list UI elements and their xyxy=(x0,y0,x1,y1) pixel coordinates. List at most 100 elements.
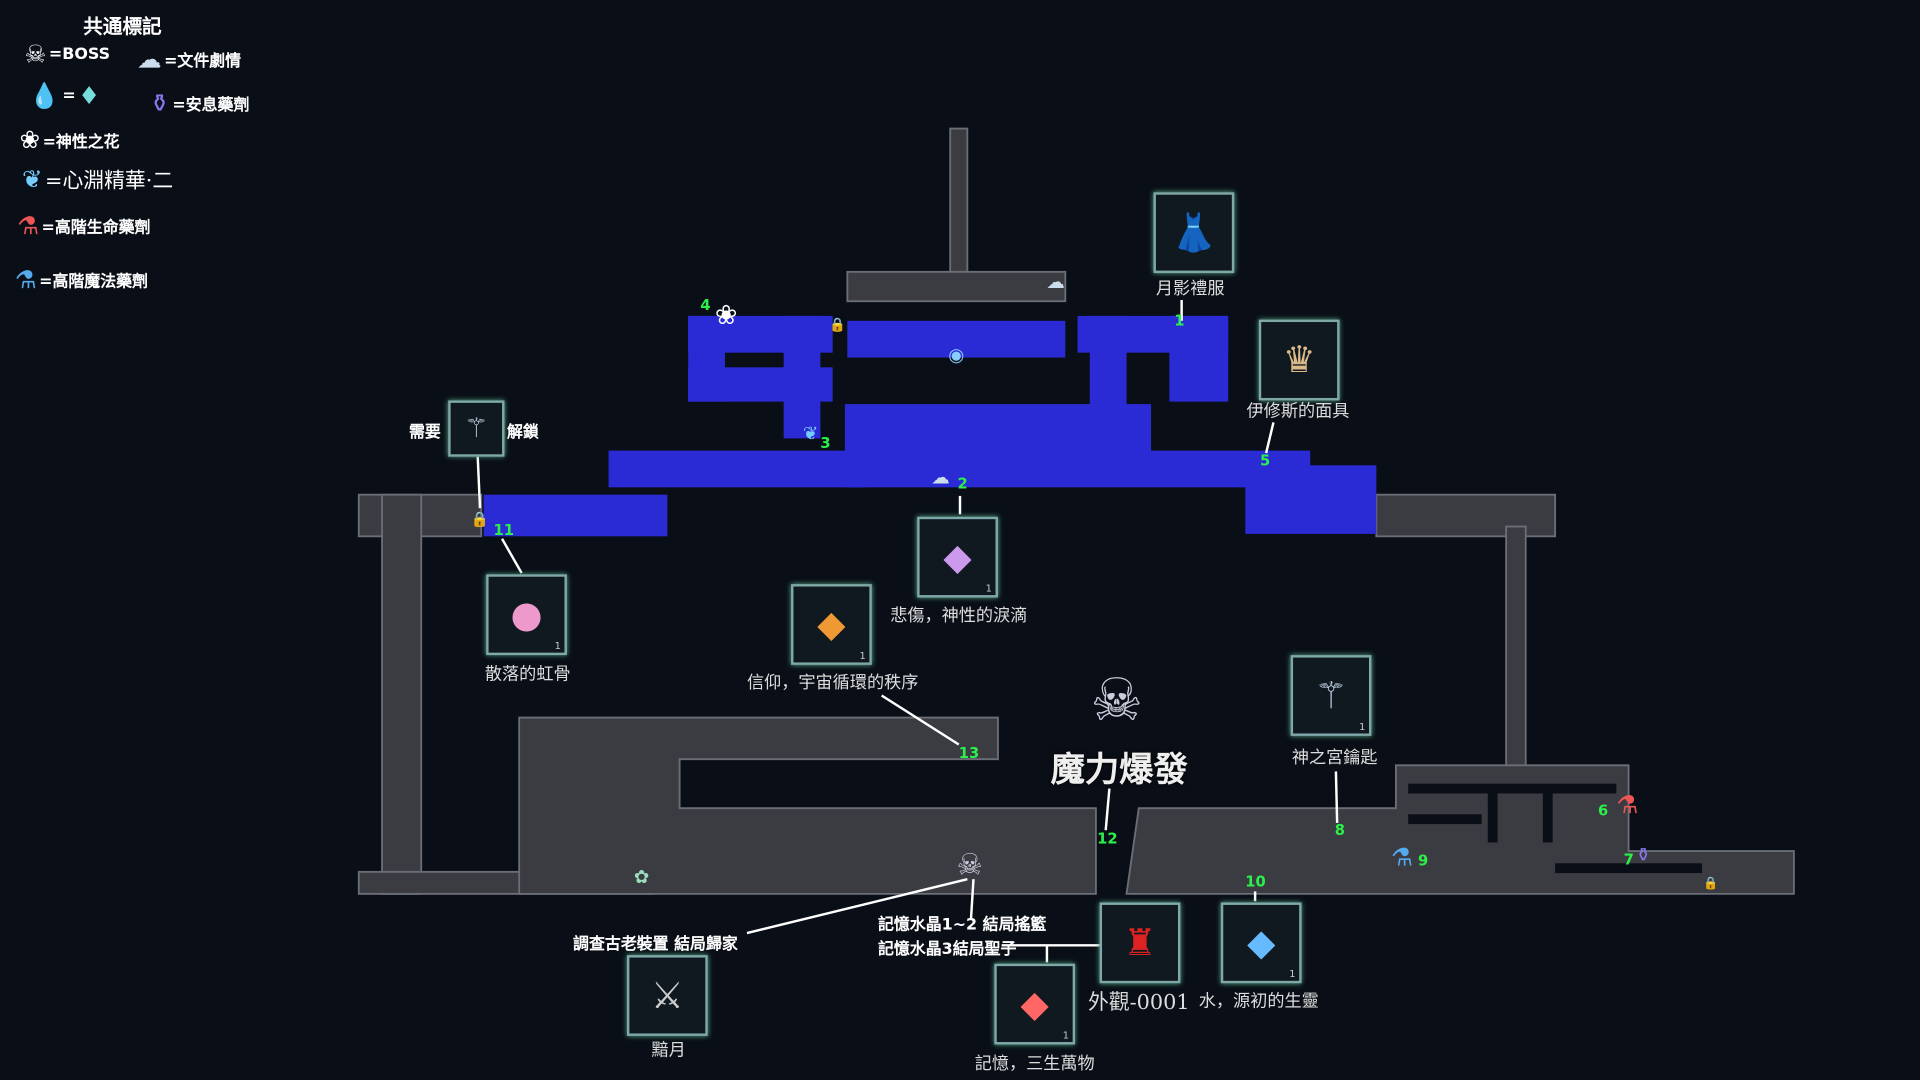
boss-skill-label: 魔力爆發 xyxy=(1050,749,1188,790)
east-ledge xyxy=(1375,493,1557,538)
moon-dress-item[interactable]: 👗 xyxy=(1153,192,1235,274)
marker-5: 5 xyxy=(1260,451,1271,469)
crystal-icon: ◆ xyxy=(943,535,972,579)
marker-1: 1 xyxy=(1174,312,1185,330)
water-item[interactable]: ◆1 xyxy=(1220,902,1302,984)
memory-label: 記憶，三生萬物 xyxy=(974,1054,1095,1074)
west-shaft xyxy=(381,493,423,895)
marker-12: 12 xyxy=(1097,830,1118,848)
dark-moon-item[interactable]: ⚔ xyxy=(626,955,708,1036)
crystal-icon: ◆ xyxy=(1247,921,1276,965)
unexplored-areas xyxy=(357,127,1795,895)
lock-icon[interactable]: 🔒 xyxy=(1702,877,1719,891)
quantity: 1 xyxy=(859,650,866,662)
legend-flower: ❀=神性之花 xyxy=(20,125,120,154)
marker-10: 10 xyxy=(1245,873,1266,891)
legend-hp-potion: ⚗=高階生命藥劑 xyxy=(17,211,150,240)
legend-label: =心淵精華·二 xyxy=(45,168,174,194)
marker-9: 9 xyxy=(1417,852,1429,870)
memory-item[interactable]: ◆1 xyxy=(994,963,1076,1045)
legend-rest-potion: ⚱=安息藥劑 xyxy=(149,88,249,117)
rest-potion-icon[interactable]: ⚱ xyxy=(1635,843,1651,866)
document-story-icon: ☁ xyxy=(137,44,162,74)
marker-7: 7 xyxy=(1623,851,1634,869)
marker-13: 13 xyxy=(958,744,980,762)
boss-icon: ☠ xyxy=(24,39,47,69)
document-story-icon[interactable]: ☁ xyxy=(931,466,950,489)
cape-icon: ♜ xyxy=(1123,921,1157,965)
divine-flower-icon: ❀ xyxy=(19,124,41,155)
crystal-1-2-note: 記憶水晶1~2 結局搖籃 xyxy=(877,915,1047,935)
high-mp-potion-icon: ⚗ xyxy=(14,264,37,294)
need-label: 需要 xyxy=(408,423,441,443)
lock-icon[interactable]: 🔒 xyxy=(829,316,846,333)
scythe-key-icon: ⚚ xyxy=(1314,674,1348,717)
legend-label: =神性之花 xyxy=(42,132,120,152)
ancient-device-note: 調查古老裝置 結局歸家 xyxy=(573,935,738,954)
high-hp-potion-icon: ⚗ xyxy=(17,210,40,241)
legend-label: =BOSS xyxy=(48,44,111,64)
faith-label: 信仰，宇宙循環的秩序 xyxy=(746,673,919,694)
rest-potion-icon: ⚱ xyxy=(149,88,170,118)
scythe-key-icon: ⚚ xyxy=(464,413,489,444)
ancient-device-icon[interactable]: ✿ xyxy=(633,865,650,888)
outfit-label: 外觀-0001 xyxy=(1087,990,1190,1016)
moon-dress-label: 月影禮服 xyxy=(1155,279,1225,299)
south-east-complex xyxy=(1125,764,1795,895)
marker-2: 2 xyxy=(957,475,968,493)
outfit-item[interactable]: ♜ xyxy=(1099,902,1181,984)
legend-essence: ❦=心淵精華·二 xyxy=(22,163,174,194)
inner-walls xyxy=(1408,783,1703,874)
required-key-item[interactable]: ⚚ xyxy=(448,400,505,457)
quantity: 1 xyxy=(1289,968,1296,980)
rainbow-bone-item[interactable]: ●1 xyxy=(486,574,567,656)
bone-icon: ● xyxy=(510,593,543,637)
boss-portrait-icon: ☠ xyxy=(1090,666,1144,735)
legend-mp-potion: ⚗=高階魔法藥劑 xyxy=(15,264,148,293)
quantity: 1 xyxy=(1062,1029,1069,1041)
high-hp-potion-icon[interactable]: ⚗ xyxy=(1616,789,1639,820)
mask-item[interactable]: ♛ xyxy=(1258,319,1340,401)
lock-icon[interactable]: 🔒 xyxy=(470,510,490,528)
legend-title: 共通標記 xyxy=(83,14,162,38)
east-shaft xyxy=(1505,525,1527,773)
quantity: 1 xyxy=(1359,721,1366,733)
legend-save: 💧=♦ xyxy=(29,81,100,110)
mask-icon: ♛ xyxy=(1282,338,1316,382)
crystal-3-note: 記憶水晶3結局聖子 xyxy=(877,940,1017,959)
high-mp-potion-icon[interactable]: ⚗ xyxy=(1391,842,1414,872)
marker-11: 11 xyxy=(493,521,514,539)
weapon-icon: ⚔ xyxy=(650,974,684,1017)
dark-moon-label: 黯月 xyxy=(651,1040,686,1061)
crystal-icon: ◆ xyxy=(817,603,846,646)
sorrow-label: 悲傷，神性的淚滴 xyxy=(890,606,1028,626)
save-point-icon[interactable]: ◉ xyxy=(948,344,965,367)
divine-flower-icon[interactable]: ❀ xyxy=(714,300,738,332)
mask-label: 伊修斯的面具 xyxy=(1246,401,1350,422)
document-story-icon[interactable]: ☁ xyxy=(1046,270,1065,293)
boss-icon[interactable]: ☠ xyxy=(956,847,983,882)
sorrow-item[interactable]: ◆1 xyxy=(917,516,998,598)
legend-label: =高階魔法藥劑 xyxy=(39,272,148,291)
palace-key-label: 神之宮鑰匙 xyxy=(1291,748,1378,768)
crystal-icon: ◆ xyxy=(1020,982,1049,1026)
palace-key-item[interactable]: ⚚1 xyxy=(1290,655,1372,736)
water-label: 水，源初的生靈 xyxy=(1198,991,1319,1012)
save-point-icon: 💧 xyxy=(29,80,60,111)
legend-document: ☁=文件劇情 xyxy=(137,44,241,73)
quantity: 1 xyxy=(985,582,992,594)
legend-label: =高階生命藥劑 xyxy=(41,218,151,237)
faith-item[interactable]: ◆1 xyxy=(791,584,872,665)
marker-6: 6 xyxy=(1597,802,1609,820)
abyss-essence-icon[interactable]: ❦ xyxy=(802,422,819,445)
marker-8: 8 xyxy=(1334,821,1345,839)
legend-boss: ☠=BOSS xyxy=(24,39,110,68)
crystal-icon: ♦ xyxy=(78,80,101,111)
marker-3: 3 xyxy=(820,434,831,452)
legend-label: = xyxy=(62,86,76,105)
north-shaft xyxy=(949,127,969,277)
legend-label: =安息藥劑 xyxy=(172,96,250,115)
connector-lines xyxy=(476,300,1339,963)
